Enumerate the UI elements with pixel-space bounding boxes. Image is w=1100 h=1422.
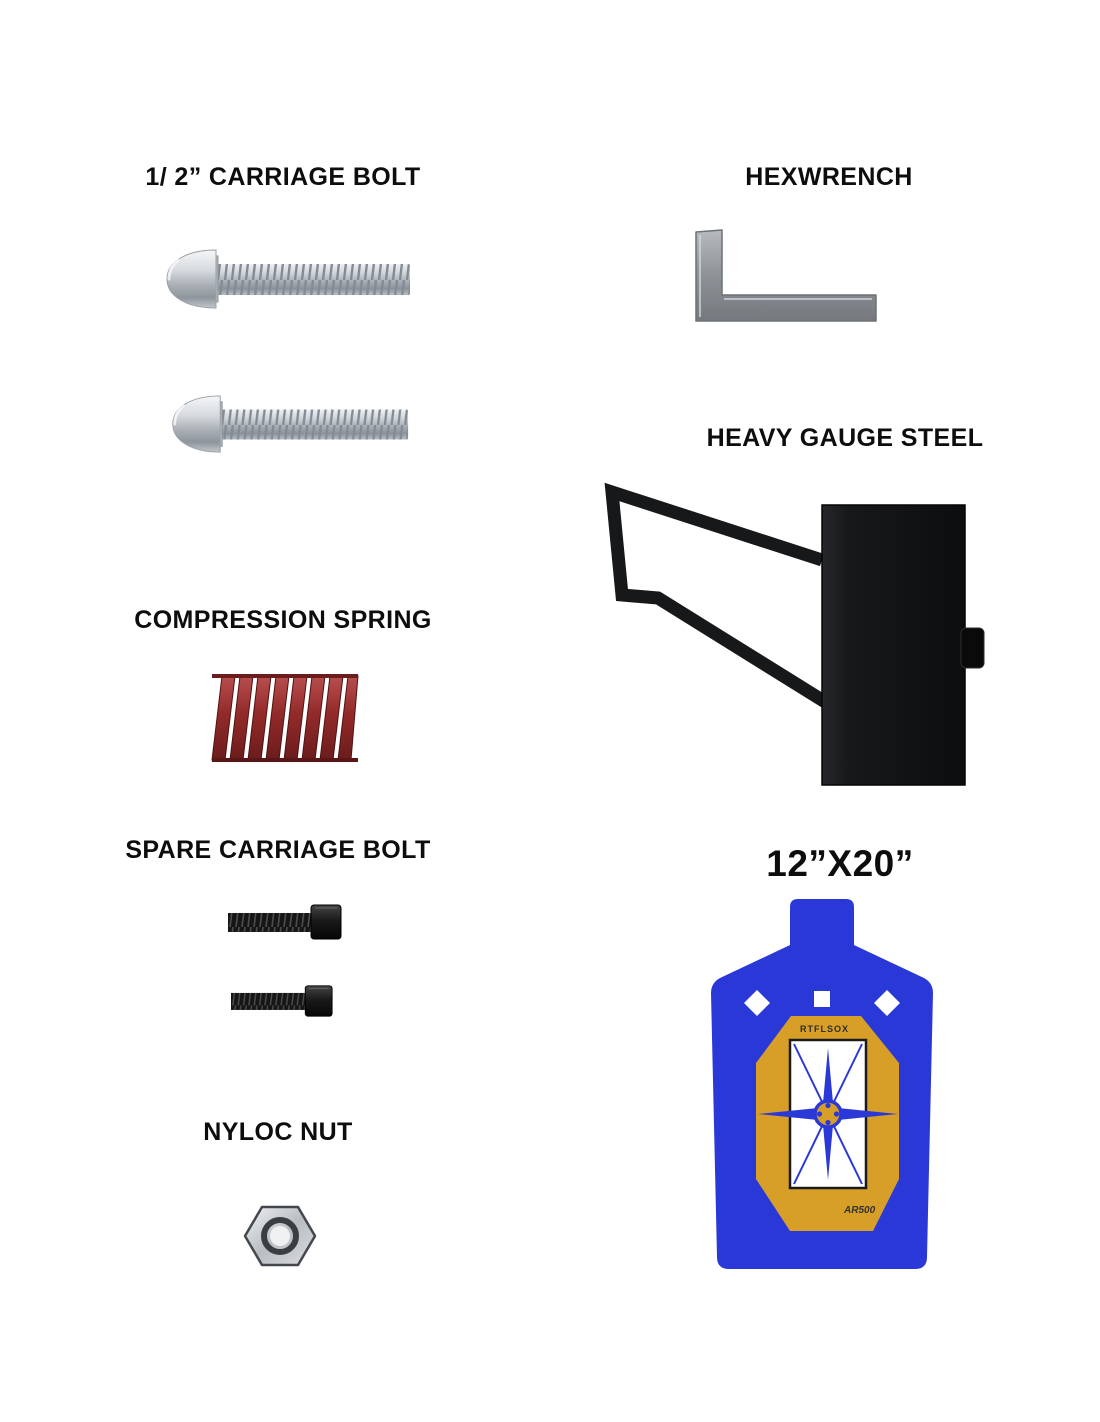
target-brand-text: RTFLSOX bbox=[800, 1024, 849, 1034]
target-size-label: 12”X20” bbox=[766, 843, 914, 884]
carriage-bolt-2-icon bbox=[172, 395, 409, 453]
steel-bracket-icon bbox=[604, 482, 985, 786]
hex-wrench-icon bbox=[695, 229, 877, 322]
target-hole-center bbox=[814, 991, 830, 1007]
compression-spring-icon bbox=[211, 674, 359, 762]
hexwrench-label: HEXWRENCH bbox=[745, 163, 913, 191]
target-hole-left bbox=[744, 990, 770, 1016]
spare-bolt-2-icon bbox=[231, 985, 333, 1017]
target-icon: RTFLSOX AR500 bbox=[711, 899, 933, 1269]
compression-spring-label: COMPRESSION SPRING bbox=[134, 606, 432, 634]
carriage-bolt-1-icon bbox=[166, 249, 410, 309]
spare-bolt-1-icon bbox=[228, 904, 342, 940]
target-material-text: AR500 bbox=[843, 1205, 876, 1216]
target-compass-star bbox=[758, 1043, 898, 1185]
carriage-bolt-label: 1/ 2” CARRIAGE BOLT bbox=[145, 163, 421, 191]
nyloc-nut-label: NYLOC NUT bbox=[203, 1118, 353, 1146]
target-hole-right bbox=[874, 990, 900, 1016]
heavy-gauge-steel-label: HEAVY GAUGE STEEL bbox=[706, 424, 984, 452]
spare-carriage-bolt-label: SPARE CARRIAGE BOLT bbox=[125, 836, 431, 864]
nyloc-nut-icon bbox=[243, 1205, 317, 1267]
